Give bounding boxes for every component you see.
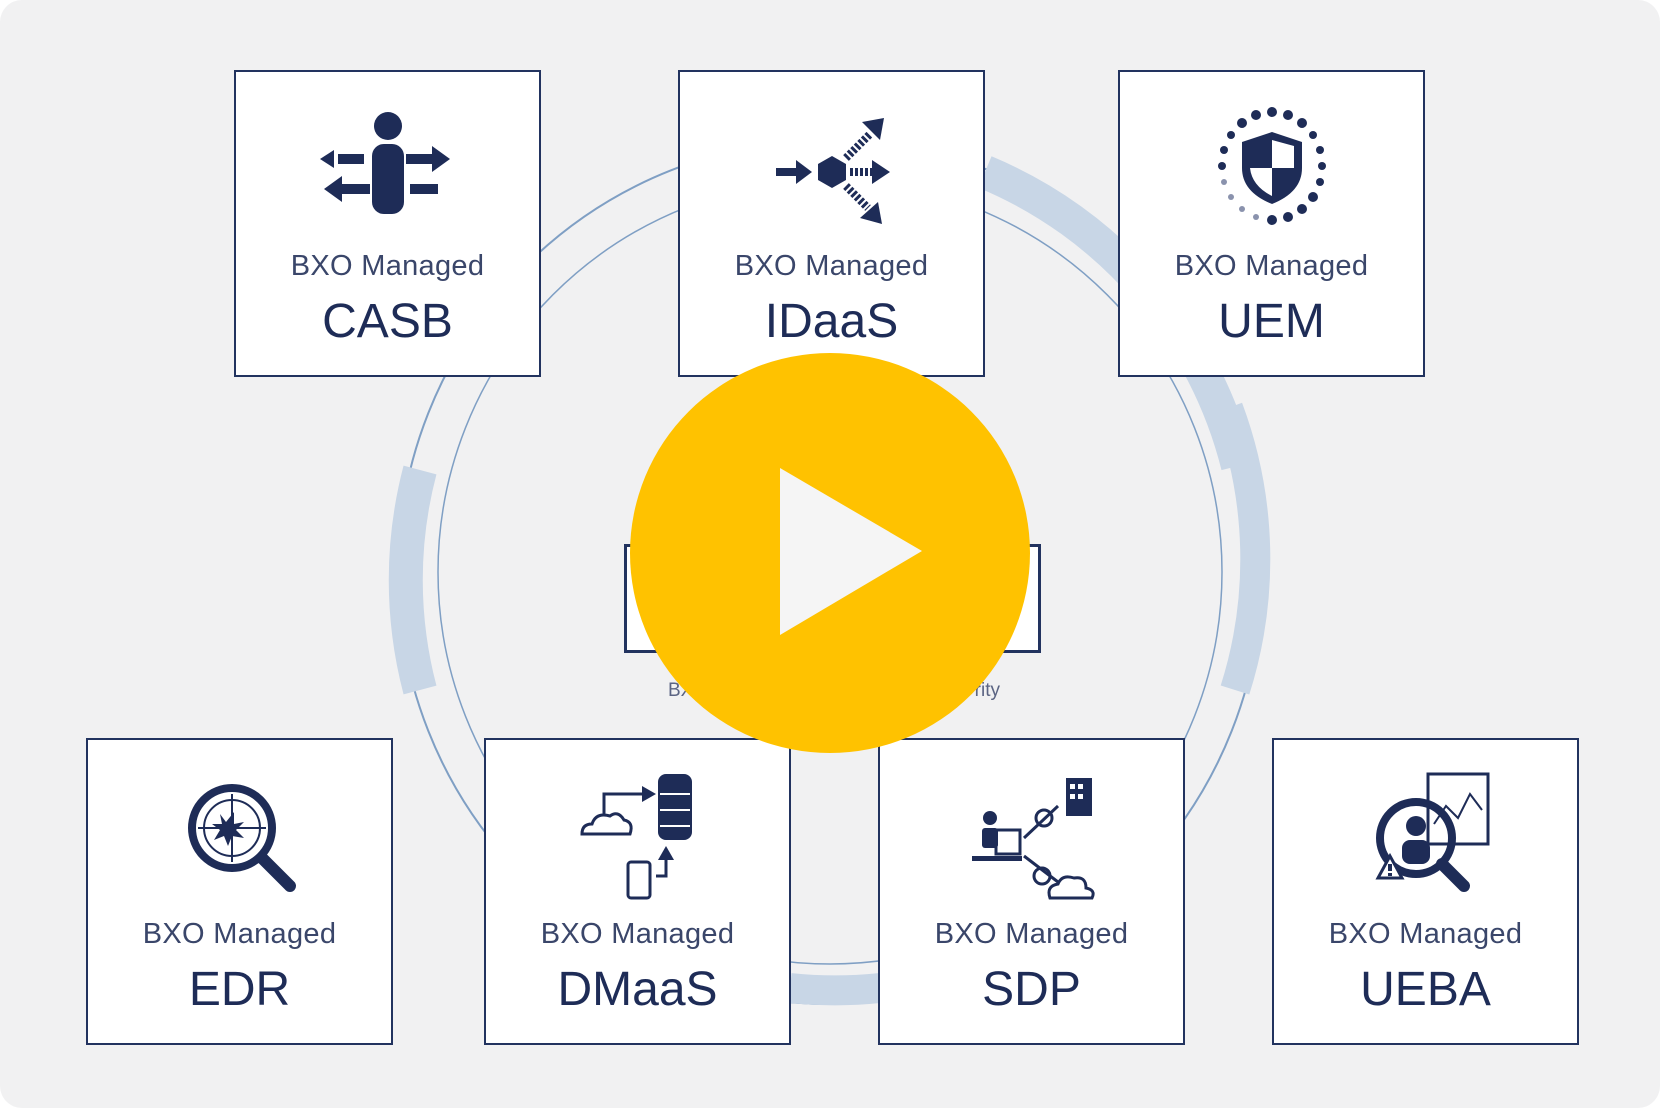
shield-dots-icon	[1217, 107, 1326, 225]
card-name: EDR	[188, 963, 291, 1016]
play-button[interactable]	[630, 353, 1030, 753]
user-building-cloud-icon	[971, 778, 1095, 900]
center-caption-right: rity	[974, 680, 1000, 701]
card-subtitle: BXO Managed	[934, 918, 1129, 950]
card-subtitle: BXO Managed	[734, 250, 929, 282]
card-name: DMaaS	[557, 963, 718, 1016]
card-name: UEBA	[1360, 963, 1491, 1016]
card-ueba: BXO Managed UEBA	[1272, 738, 1579, 1045]
cloud-database-phone-icon	[579, 774, 692, 900]
card-uem: BXO Managed UEM	[1118, 70, 1425, 377]
hexagon-arrows-icon	[775, 118, 890, 224]
person-arrows-icon	[319, 112, 450, 214]
card-subtitle: BXO Managed	[1328, 918, 1523, 950]
card-casb: BXO Managed CASB	[234, 70, 541, 377]
card-subtitle: BXO Managed	[142, 918, 337, 950]
card-name: UEM	[1218, 295, 1325, 348]
card-subtitle: BXO Managed	[290, 250, 485, 282]
card-sdp: BXO Managed SDP	[878, 738, 1185, 1045]
card-edr: BXO Managed EDR	[86, 738, 393, 1045]
card-idaas: BXO Managed IDaaS	[678, 70, 985, 377]
card-dmaas: BXO Managed DMaaS	[484, 738, 791, 1045]
card-subtitle: BXO Managed	[1174, 250, 1369, 282]
user-analytics-icon	[1374, 772, 1489, 892]
magnifier-target-icon	[187, 784, 296, 892]
play-icon	[780, 468, 922, 635]
card-name: CASB	[322, 295, 453, 348]
card-name: SDP	[982, 963, 1081, 1016]
card-subtitle: BXO Managed	[540, 918, 735, 950]
card-name: IDaaS	[764, 295, 899, 348]
